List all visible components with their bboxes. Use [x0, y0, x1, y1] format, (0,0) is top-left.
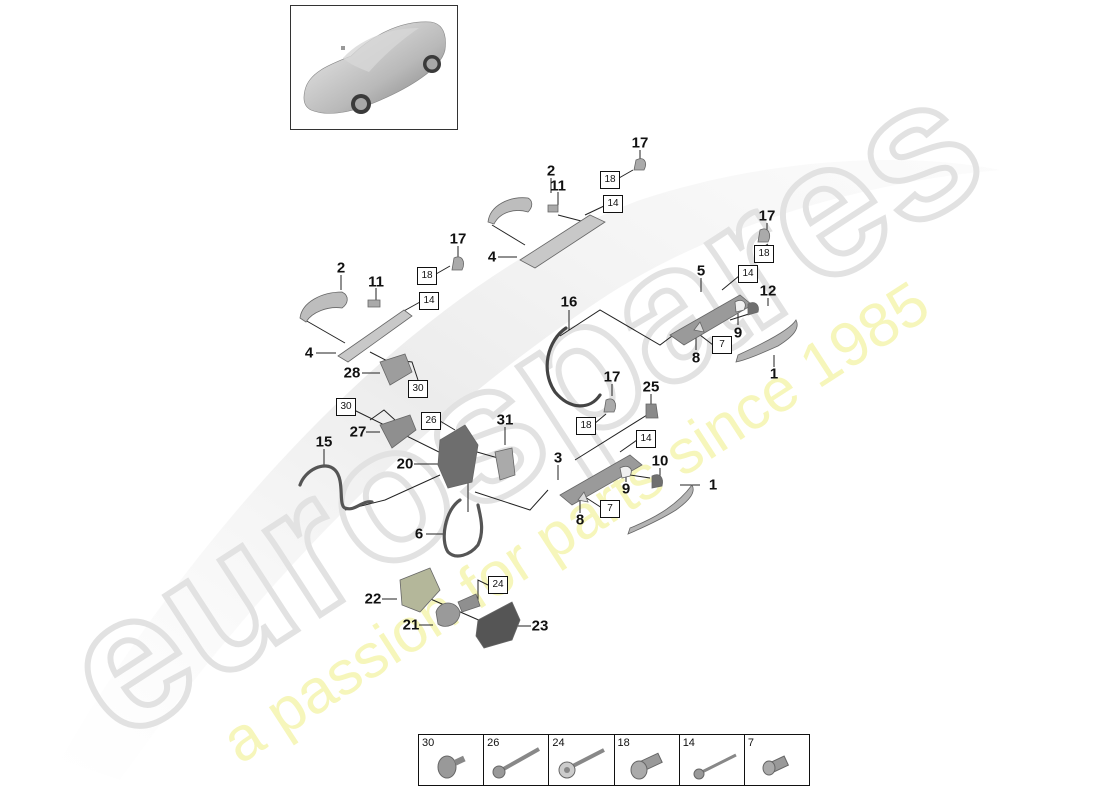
fastener-ref-box-18[interactable]: 18 — [754, 245, 774, 263]
callout-17[interactable]: 17 — [631, 134, 649, 152]
callout-9[interactable]: 9 — [621, 480, 631, 498]
callout-25[interactable]: 25 — [642, 378, 660, 396]
callout-2[interactable]: 2 — [546, 162, 556, 180]
fastener-ref-box-18[interactable]: 18 — [600, 171, 620, 189]
fastener-legend: 30 26 24 18 14 7 — [418, 734, 810, 786]
legend-cell-7[interactable]: 7 — [745, 735, 809, 785]
fastener-ref-box-24[interactable]: 24 — [488, 576, 508, 594]
fastener-ref-box-7[interactable]: 7 — [712, 336, 732, 354]
callout-11[interactable]: 11 — [368, 273, 384, 291]
callout-12[interactable]: 12 — [759, 282, 777, 300]
fastener-ref-box-7[interactable]: 7 — [600, 500, 620, 518]
legend-label: 24 — [552, 737, 565, 749]
fastener-ref-box-18[interactable]: 18 — [417, 267, 437, 285]
watermark-brand: eurospares — [24, 30, 1021, 783]
callout-17[interactable]: 17 — [603, 368, 621, 386]
fastener-ref-box-14[interactable]: 14 — [603, 195, 623, 213]
vehicle-thumbnail — [290, 5, 458, 130]
legend-label: 7 — [747, 737, 754, 749]
callout-10[interactable]: 10 — [651, 452, 669, 470]
legend-cell-14[interactable]: 14 — [680, 735, 745, 785]
callout-1[interactable]: 1 — [769, 365, 779, 383]
slim-screw-icon — [693, 753, 737, 780]
callout-2[interactable]: 2 — [336, 259, 346, 277]
callout-23[interactable]: 23 — [531, 617, 549, 635]
callout-16[interactable]: 16 — [560, 293, 578, 311]
legend-cell-30[interactable]: 30 — [419, 735, 485, 785]
car-image — [303, 21, 446, 114]
fastener-ref-box-14[interactable]: 14 — [419, 292, 439, 310]
callout-17[interactable]: 17 — [449, 230, 467, 248]
fastener-ref-box-18[interactable]: 18 — [576, 417, 596, 435]
callout-3[interactable]: 3 — [553, 449, 563, 467]
legend-label: 14 — [682, 737, 695, 749]
callout-20[interactable]: 20 — [396, 455, 414, 473]
callout-27[interactable]: 27 — [349, 423, 367, 441]
legend-label: 30 — [422, 737, 435, 749]
legend-label: 18 — [617, 737, 630, 749]
legend-label: 26 — [487, 737, 500, 749]
long-screw-icon — [492, 747, 541, 779]
callout-8[interactable]: 8 — [575, 511, 585, 529]
fastener-ref-box-30[interactable]: 30 — [336, 398, 356, 416]
callout-8[interactable]: 8 — [691, 349, 701, 367]
callout-21[interactable]: 21 — [402, 616, 420, 634]
legend-cell-26[interactable]: 26 — [484, 735, 550, 785]
callout-4[interactable]: 4 — [304, 344, 314, 362]
fastener-ref-box-14[interactable]: 14 — [738, 265, 758, 283]
fastener-ref-box-26[interactable]: 26 — [421, 412, 441, 430]
callout-22[interactable]: 22 — [364, 590, 382, 608]
callout-9[interactable]: 9 — [733, 324, 743, 342]
callout-5[interactable]: 5 — [696, 262, 706, 280]
callout-31[interactable]: 31 — [496, 411, 514, 429]
flange-bolt-icon — [630, 752, 663, 780]
legend-cell-18[interactable]: 18 — [615, 735, 680, 785]
callout-11[interactable]: 11 — [550, 177, 566, 195]
callout-6[interactable]: 6 — [414, 525, 424, 543]
callout-4[interactable]: 4 — [487, 248, 497, 266]
callout-15[interactable]: 15 — [315, 433, 333, 451]
legend-cell-24[interactable]: 24 — [549, 735, 615, 785]
callout-1[interactable]: 1 — [708, 476, 718, 494]
fastener-ref-box-30[interactable]: 30 — [408, 380, 428, 398]
short-bolt-icon — [762, 755, 789, 776]
fastener-ref-box-14[interactable]: 14 — [636, 430, 656, 448]
svg-text:eurospares: eurospares — [27, 33, 1018, 780]
mushroom-clip-icon — [437, 755, 466, 779]
callout-17[interactable]: 17 — [758, 207, 776, 225]
washer-screw-icon — [558, 748, 606, 779]
callout-28[interactable]: 28 — [343, 364, 361, 382]
